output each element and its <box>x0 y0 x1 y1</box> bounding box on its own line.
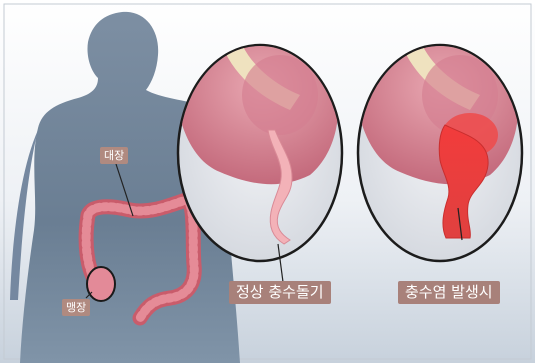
label-large-intestine: 대장 <box>100 147 128 164</box>
cecum-circle <box>87 267 115 301</box>
label-appendicitis: 충수염 발생시 <box>398 281 500 304</box>
label-normal-appendix: 정상 충수돌기 <box>229 281 331 304</box>
label-cecum: 맹장 <box>62 299 90 316</box>
